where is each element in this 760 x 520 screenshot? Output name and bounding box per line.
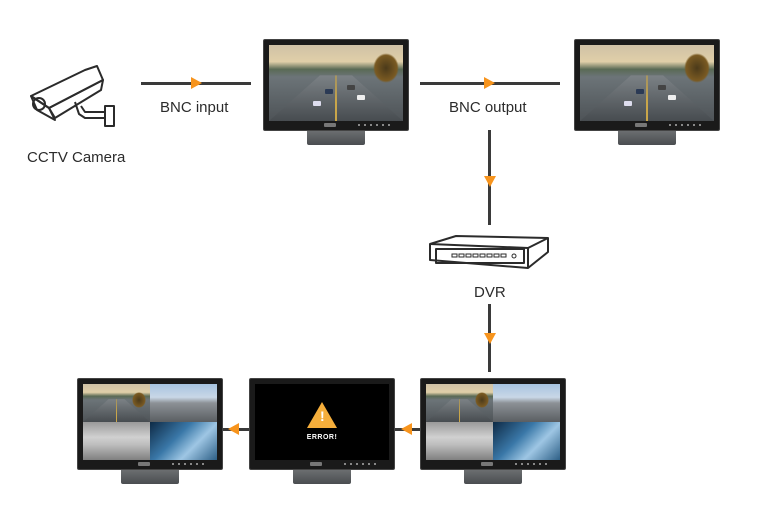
quad-split-screen: [426, 384, 560, 460]
camera-label: CCTV Camera: [27, 149, 126, 166]
dvr-label: DVR: [474, 284, 506, 301]
monitor-input: [263, 39, 409, 147]
cctv-camera-icon: [30, 65, 115, 127]
highway-traffic-screen: [269, 45, 403, 121]
bnc-output-label: BNC output: [449, 99, 527, 116]
error-text: ERROR!: [306, 434, 338, 441]
warning-triangle-icon: [307, 402, 337, 428]
arrow-left-icon: [228, 423, 239, 435]
highway-traffic-screen: [580, 45, 714, 121]
error-screen: ! ERROR!: [255, 384, 389, 460]
arrow-right-icon: [484, 77, 495, 89]
quad-split-screen: [83, 384, 217, 460]
monitor-output: [574, 39, 720, 147]
monitor-quad-1: [77, 378, 223, 486]
arrow-down-icon: [484, 176, 496, 187]
arrow-down-icon: [484, 333, 496, 344]
bnc-input-label: BNC input: [160, 99, 229, 116]
arrow-right-icon: [191, 77, 202, 89]
monitor-error: ! ERROR!: [249, 378, 395, 486]
arrow-left-icon: [401, 423, 412, 435]
dvr-recorder-icon: [429, 235, 549, 269]
monitor-quad-2: [420, 378, 566, 486]
